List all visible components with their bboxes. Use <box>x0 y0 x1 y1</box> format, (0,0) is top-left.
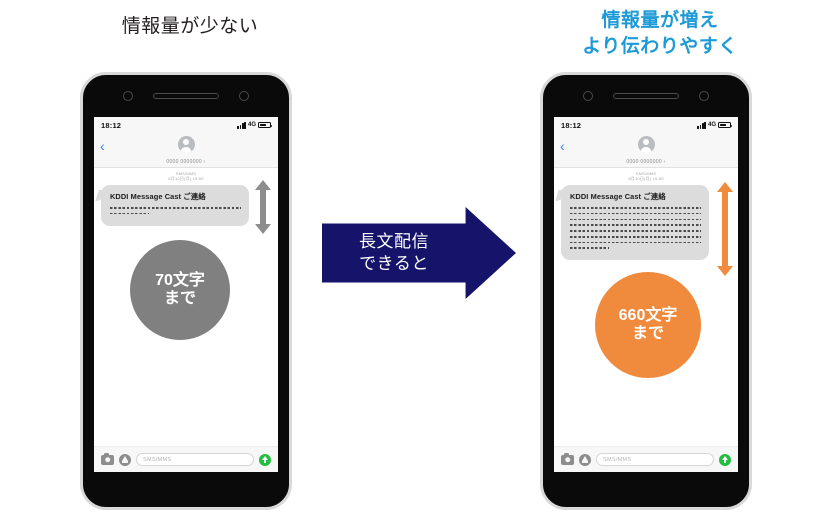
message-body-lines <box>110 207 241 215</box>
transition-arrow: 長文配信 できると <box>322 207 516 299</box>
message-body-line <box>570 230 701 232</box>
message-body-line <box>570 212 701 215</box>
message-length-indicator-left <box>254 180 271 234</box>
badge-line-1: 70文字 <box>155 271 205 289</box>
message-title: KDDI Message Cast ご連絡 <box>110 192 206 201</box>
contact-phone-number: 0000 0000000 › <box>166 159 206 165</box>
status-indicators: 4G <box>237 121 273 129</box>
message-bubble[interactable]: KDDI Message Cast ご連絡 <box>101 185 249 226</box>
badge-line-1: 660文字 <box>618 306 678 324</box>
conversation-navbar: ‹ 0000 0000000 › <box>554 133 738 168</box>
phone-mockup-left: 18:12 4G ‹ 0000 0000000 › SMS/MMS 8月10日(… <box>80 72 292 510</box>
earpiece-speaker-icon <box>613 93 679 99</box>
contact-header[interactable]: 0000 0000000 › <box>94 136 278 165</box>
chevron-left-icon[interactable]: ‹ <box>100 138 105 154</box>
message-meta: SMS/MMS 8月10日(月) 15:59 <box>561 171 731 181</box>
contact-avatar-icon <box>637 136 655 153</box>
message-title: KDDI Message Cast ご連絡 <box>570 192 666 201</box>
send-arrow-icon[interactable] <box>719 453 731 466</box>
signal-bars-icon <box>237 121 246 129</box>
message-meta: SMS/MMS 8月10日(月) 15:59 <box>101 171 271 181</box>
transition-arrow-label: 長文配信 できると <box>359 231 429 273</box>
arrow-head-down-icon <box>716 266 733 276</box>
status-time: 18:12 <box>561 120 582 130</box>
message-body-lines <box>570 207 701 250</box>
conversation-navbar: ‹ 0000 0000000 › <box>94 133 278 168</box>
phone-mockup-right: 18:12 4G ‹ 0000 0000000 › SMS/MMS 8月10日(… <box>540 72 752 510</box>
message-body-line <box>570 247 610 250</box>
contact-avatar-icon <box>177 136 195 153</box>
message-bubble[interactable]: KDDI Message Cast ご連絡 <box>561 185 709 261</box>
chevron-left-icon[interactable]: ‹ <box>560 138 565 154</box>
arrow-head-up-icon <box>716 182 733 192</box>
message-body-line <box>570 207 701 209</box>
arrow-shaft <box>721 191 728 267</box>
arrow-head-down-icon <box>254 224 271 234</box>
arrow-head-up-icon <box>254 180 271 190</box>
status-time: 18:12 <box>101 120 122 130</box>
camera-icon[interactable] <box>101 452 114 465</box>
status-indicators: 4G <box>697 121 733 129</box>
message-input-placeholder: SMS/MMS <box>143 456 172 463</box>
front-camera-icon <box>583 91 593 101</box>
signal-bars-icon <box>697 121 706 129</box>
badge-line-2: まで <box>163 290 196 307</box>
message-body-line <box>570 224 701 226</box>
send-arrow-icon[interactable] <box>259 453 271 466</box>
camera-icon[interactable] <box>561 452 574 465</box>
message-body-line <box>570 241 701 244</box>
message-timestamp: 8月10日(月) 15:59 <box>628 176 664 181</box>
message-input[interactable]: SMS/MMS <box>596 453 714 466</box>
message-body-line <box>110 207 241 209</box>
message-input-placeholder: SMS/MMS <box>603 456 632 463</box>
left-heading: 情報量が少ない <box>121 16 259 37</box>
contact-phone-number: 0000 0000000 › <box>626 159 666 165</box>
network-label: 4G <box>247 122 256 128</box>
right-heading: 情報量が増え より伝わりやすく <box>582 10 738 57</box>
status-bar: 18:12 4G <box>554 117 738 133</box>
contact-header[interactable]: 0000 0000000 › <box>554 136 738 165</box>
status-bar: 18:12 4G <box>94 117 278 133</box>
compose-bar: SMS/MMS <box>94 446 278 472</box>
battery-icon <box>718 121 733 129</box>
message-channel-label: SMS/MMS <box>175 171 197 176</box>
proximity-sensor-icon <box>239 91 249 101</box>
battery-icon <box>258 121 273 129</box>
character-limit-badge-right: 660文字 まで <box>595 272 701 378</box>
message-input[interactable]: SMS/MMS <box>136 453 254 466</box>
app-store-icon[interactable] <box>119 453 131 466</box>
message-body-line <box>570 218 701 221</box>
arrow-shaft <box>259 189 266 225</box>
network-label: 4G <box>707 122 716 128</box>
phone-screen-left: 18:12 4G ‹ 0000 0000000 › SMS/MMS 8月10日(… <box>94 117 278 472</box>
app-store-icon[interactable] <box>579 453 591 466</box>
earpiece-speaker-icon <box>153 93 219 99</box>
proximity-sensor-icon <box>699 91 709 101</box>
front-camera-icon <box>123 91 133 101</box>
message-timestamp: 8月10日(月) 15:59 <box>168 176 204 181</box>
message-body-line <box>570 235 701 238</box>
compose-bar: SMS/MMS <box>554 446 738 472</box>
message-channel-label: SMS/MMS <box>635 171 657 176</box>
message-length-indicator-right <box>716 182 733 276</box>
character-limit-badge-left: 70文字 まで <box>130 240 230 340</box>
badge-line-2: まで <box>631 325 664 342</box>
message-body-line <box>110 212 150 215</box>
